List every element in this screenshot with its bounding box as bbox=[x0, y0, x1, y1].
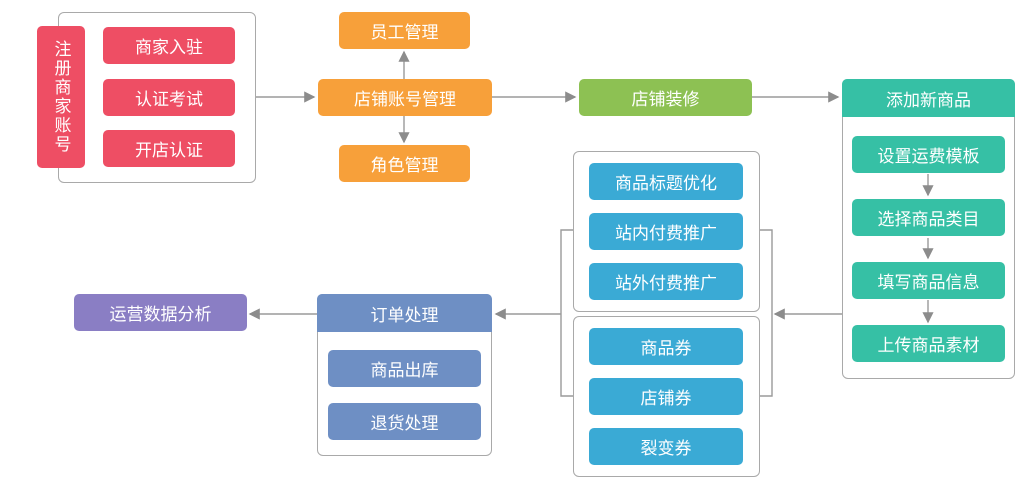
step-shipping-template[interactable]: 设置运费模板 bbox=[852, 136, 1005, 173]
step-select-category[interactable]: 选择商品类目 bbox=[852, 199, 1005, 236]
coupon-fission[interactable]: 裂变券 bbox=[589, 428, 743, 465]
order-item-outbound[interactable]: 商品出库 bbox=[328, 350, 481, 387]
bracket-right bbox=[760, 229, 773, 397]
step-upload-assets[interactable]: 上传商品素材 bbox=[852, 325, 1005, 362]
promotion-frame-2 bbox=[573, 316, 760, 477]
order-header[interactable]: 订单处理 bbox=[317, 294, 492, 332]
register-side-label[interactable]: 注册商家账号 bbox=[37, 26, 85, 168]
staff-management[interactable]: 员工管理 bbox=[339, 12, 470, 49]
shop-decoration[interactable]: 店铺装修 bbox=[579, 79, 752, 116]
step-fill-info[interactable]: 填写商品信息 bbox=[852, 262, 1005, 299]
promo-offsite-paid[interactable]: 站外付费推广 bbox=[589, 263, 743, 300]
register-item-shop-cert[interactable]: 开店认证 bbox=[103, 130, 235, 167]
promo-title-optimization[interactable]: 商品标题优化 bbox=[589, 163, 743, 200]
coupon-shop[interactable]: 店铺券 bbox=[589, 378, 743, 415]
order-item-returns[interactable]: 退货处理 bbox=[328, 403, 481, 440]
role-management[interactable]: 角色管理 bbox=[339, 145, 470, 182]
register-item-cert-exam[interactable]: 认证考试 bbox=[103, 79, 235, 116]
coupon-product[interactable]: 商品券 bbox=[589, 328, 743, 365]
promotion-frame-1 bbox=[573, 151, 760, 312]
add-product-header[interactable]: 添加新商品 bbox=[842, 79, 1015, 117]
bracket-left bbox=[560, 229, 573, 397]
operations-data-analysis[interactable]: 运营数据分析 bbox=[74, 294, 247, 331]
promo-onsite-paid[interactable]: 站内付费推广 bbox=[589, 213, 743, 250]
shop-account-management[interactable]: 店铺账号管理 bbox=[318, 79, 492, 116]
register-item-merchant-entry[interactable]: 商家入驻 bbox=[103, 27, 235, 64]
